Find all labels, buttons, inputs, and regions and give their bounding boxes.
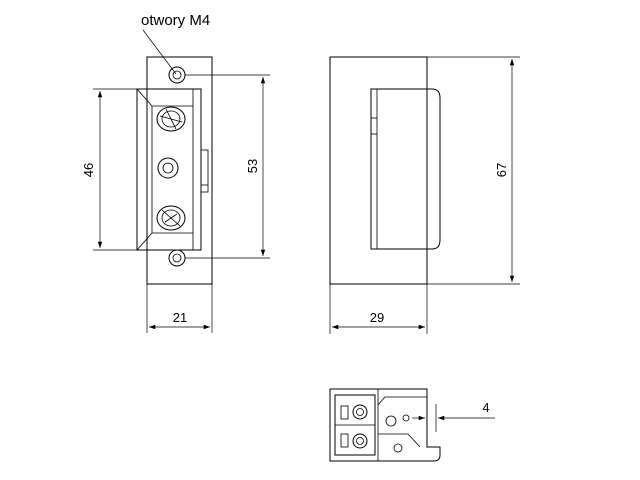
front-latch-tab [200, 149, 209, 193]
dimension-67-label: 67 [494, 163, 509, 177]
holes-annotation: otwory M4 [141, 12, 210, 75]
bottom-channel-top [377, 396, 427, 406]
dimension-29-label: 29 [370, 310, 384, 325]
front-middle-rivet [157, 157, 179, 179]
holes-leader-line [142, 29, 177, 75]
dimension-67: 67 [427, 56, 520, 285]
front-bevel-top [136, 88, 153, 107]
front-bottom-screw [156, 205, 186, 231]
front-mounting-plate [146, 56, 213, 285]
bottom-lower-hole [393, 443, 403, 453]
front-top-screw [156, 106, 186, 132]
bottom-channel-diagonal [378, 433, 421, 448]
bottom-upper-hole [385, 415, 397, 427]
dimension-21-label: 21 [173, 310, 187, 325]
front-bottom-mounting-hole [168, 249, 186, 267]
terminal-1 [340, 404, 368, 420]
bottom-small-hole [402, 414, 410, 422]
front-bevel-bottom [136, 232, 153, 251]
dimension-4-label: 4 [482, 400, 489, 415]
dimension-21: 21 [146, 284, 213, 333]
side-mounting-plate [329, 56, 428, 285]
holes-label: otwory M4 [141, 12, 210, 29]
bottom-view: 4 [329, 388, 495, 462]
side-body-profile [370, 88, 441, 250]
dimension-4: 4 [412, 389, 495, 432]
dimension-53: 53 [185, 74, 270, 259]
dimension-46: 46 [81, 88, 137, 251]
terminal-2 [340, 433, 368, 449]
side-view: 67 29 [329, 56, 520, 334]
dimension-53-label: 53 [245, 159, 260, 173]
bottom-outline [329, 388, 441, 462]
dimension-29: 29 [329, 284, 428, 334]
front-top-mounting-hole [168, 66, 186, 84]
dimension-46-label: 46 [81, 163, 96, 177]
front-view: 46 53 21 [81, 56, 270, 333]
